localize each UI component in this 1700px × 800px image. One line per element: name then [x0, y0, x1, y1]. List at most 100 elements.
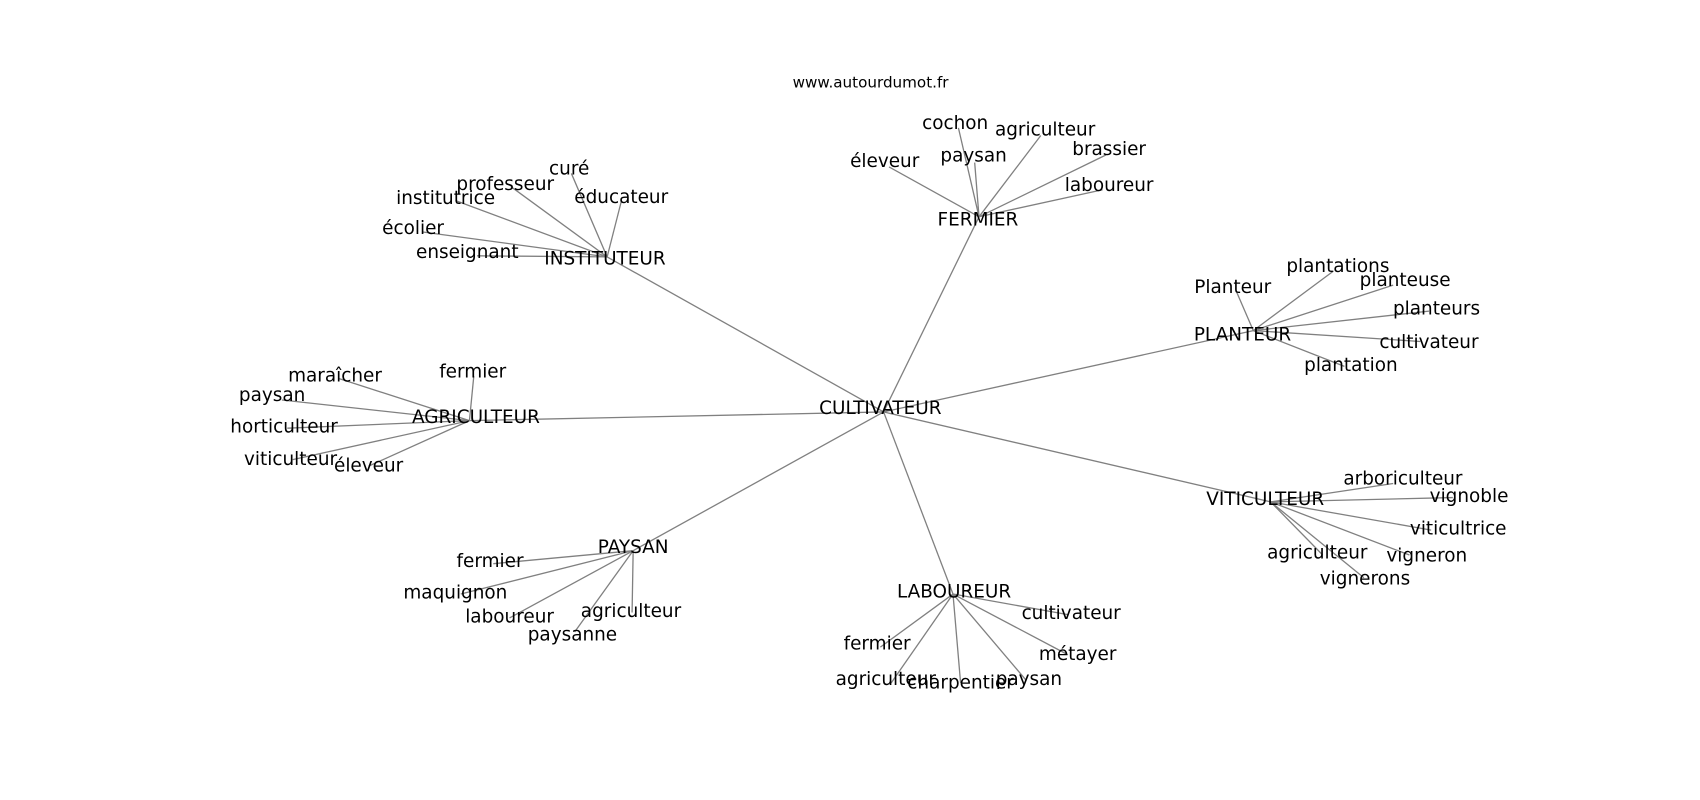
edge-planteur-child	[1235, 290, 1254, 331]
edge-viticulteur-child	[1270, 482, 1394, 503]
edge-planteur-child	[1252, 270, 1334, 332]
edge-paysan-child	[509, 550, 634, 619]
leaf-node-label: agriculteur	[581, 601, 682, 622]
hub-node-label: PAYSAN	[598, 537, 669, 558]
leaf-node-label: laboureur	[465, 606, 554, 627]
edge-center-to-instituteur	[606, 256, 884, 413]
edge-paysan-child	[493, 550, 634, 565]
leaf-node-label: viticultrice	[1410, 518, 1507, 539]
edge-planteur-child	[1253, 310, 1430, 332]
edge-fermier-child	[957, 127, 980, 217]
leaf-node-label: paysan	[996, 669, 1062, 690]
edge-paysan-child	[631, 550, 634, 613]
leaf-node-label: cochon	[922, 113, 988, 134]
edge-instituteur-child	[606, 201, 622, 258]
leaf-node-label: maquignon	[403, 582, 507, 603]
leaf-node-label: éducateur	[574, 187, 668, 208]
leaf-node-label: agriculteur	[836, 669, 937, 690]
leaf-node-label: charpentier	[907, 672, 1014, 693]
edge-fermier-child	[978, 135, 1042, 218]
edge-instituteur-child	[455, 199, 608, 258]
labels: www.autourdumot.fr CULTIVATEUR INSTITUTE…	[230, 73, 1508, 693]
edge-instituteur-child	[510, 185, 608, 258]
edge-agriculteur-child	[468, 376, 475, 421]
edge-agriculteur-child	[281, 399, 470, 422]
edge-paysan-child	[460, 550, 634, 595]
leaf-node-label: éleveur	[334, 456, 404, 477]
leaf-node-label: plantations	[1286, 256, 1389, 277]
edge-viticulteur-child	[1270, 501, 1410, 556]
hub-node-label: FERMIER	[938, 210, 1019, 231]
hub-node-label: VITICULTEUR	[1206, 489, 1324, 510]
edge-center-to-agriculteur	[469, 411, 884, 422]
edge-viticulteur-child	[1270, 496, 1453, 503]
leaf-node-label: planteurs	[1393, 298, 1480, 319]
leaf-node-label: viticulteur	[244, 449, 337, 470]
edge-fermier-child	[974, 162, 980, 217]
edge-laboureur-child	[952, 593, 1069, 656]
edge-planteur-child	[1253, 284, 1394, 332]
leaf-node-label: vigneron	[1386, 546, 1467, 567]
leaf-node-label: planteuse	[1360, 270, 1451, 291]
leaf-node-label: métayer	[1039, 644, 1117, 665]
edge-fermier-child	[978, 189, 1103, 218]
leaf-node-label: fermier	[844, 633, 911, 654]
leaf-node-label: fermier	[457, 551, 524, 572]
edge-agriculteur-child	[292, 419, 470, 461]
edge-center-to-planteur	[883, 329, 1254, 413]
edge-fermier-child	[888, 166, 980, 218]
leaf-node-label: paysan	[940, 146, 1006, 167]
edge-instituteur-child	[477, 255, 608, 258]
leaf-node-label: éleveur	[850, 151, 920, 172]
hub-node-label: AGRICULTEUR	[412, 407, 540, 428]
edge-laboureur-child	[952, 593, 1027, 681]
site-title: www.autourdumot.fr	[793, 73, 950, 91]
hub-node-label: INSTITUTEUR	[544, 249, 666, 270]
leaf-node-label: Planteur	[1194, 277, 1271, 298]
leaf-node-label: horticulteur	[230, 417, 338, 438]
hub-node-label: LABOUREUR	[897, 581, 1011, 602]
edge-viticulteur-child	[1270, 501, 1324, 556]
edge-instituteur-child	[422, 231, 608, 258]
leaf-node-label: agriculteur	[1267, 542, 1368, 563]
leaf-node-label: professeur	[456, 174, 554, 195]
leaf-node-label: brassier	[1072, 139, 1146, 160]
leaf-node-label: cultivateur	[1022, 603, 1122, 624]
edge-fermier-child	[978, 154, 1107, 218]
leaf-node-label: curé	[549, 159, 589, 180]
edge-paysan-child	[574, 550, 634, 633]
leaf-node-label: laboureur	[1065, 175, 1154, 196]
leaf-node-label: enseignant	[416, 242, 519, 263]
leaf-node-label: vignerons	[1320, 568, 1410, 589]
edge-center-to-viticulteur	[883, 411, 1271, 503]
hub-node-label: PLANTEUR	[1194, 324, 1291, 345]
leaf-node-label: écolier	[382, 218, 444, 239]
leaf-node-label: plantation	[1304, 355, 1398, 376]
edge-agriculteur-child	[338, 377, 470, 422]
center-node-label: CULTIVATEUR	[819, 398, 942, 419]
edge-planteur-child	[1253, 329, 1421, 343]
leaf-node-label: agriculteur	[995, 120, 1096, 141]
edge-instituteur-child	[570, 173, 608, 258]
leaf-node-label: maraîcher	[288, 366, 382, 387]
edge-laboureur-child	[952, 593, 1069, 616]
leaf-node-label: cultivateur	[1379, 332, 1479, 353]
edge-laboureur-child	[879, 593, 954, 648]
edge-laboureur-child	[952, 593, 962, 683]
edge-laboureur-child	[890, 593, 954, 684]
leaf-node-label: paysan	[239, 385, 305, 406]
edge-center-to-fermier	[883, 216, 980, 413]
leaf-node-label: arboriculteur	[1343, 469, 1463, 490]
leaf-node-label: institutrice	[396, 188, 495, 209]
edge-agriculteur-child	[368, 420, 470, 467]
leaf-node-label: fermier	[439, 361, 506, 382]
edge-viticulteur-child	[1270, 501, 1432, 531]
leaf-node-label: paysanne	[528, 625, 617, 646]
edge-agriculteur-child	[287, 419, 470, 429]
edge-center-to-laboureur	[883, 411, 954, 595]
edge-viticulteur-child	[1270, 501, 1365, 579]
edges	[281, 127, 1453, 684]
edge-planteur-child	[1253, 330, 1345, 368]
leaf-node-label: vignoble	[1430, 486, 1509, 507]
